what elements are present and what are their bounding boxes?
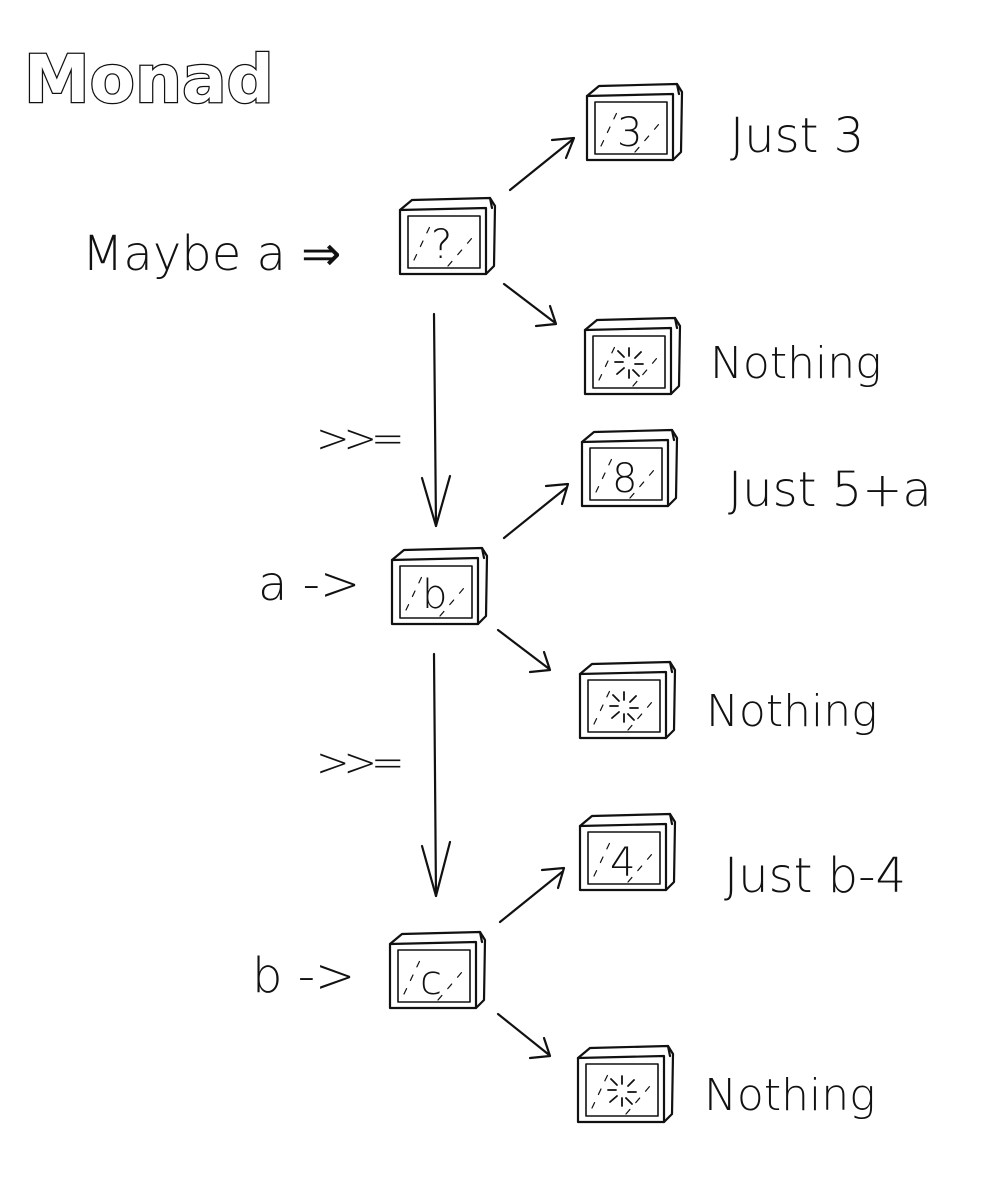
arrow-icon (502, 282, 558, 328)
stage-a: a -> b 8 Just 5+a Nothing (258, 428, 932, 740)
box-icon: 3 (585, 82, 684, 162)
bind-arrow (420, 652, 452, 898)
stage-input-label: Maybe a ⇒ (82, 226, 341, 282)
box-icon: ? (398, 196, 497, 276)
box-icon: 4 (578, 812, 677, 892)
box-char: 8 (612, 456, 637, 502)
failure-label: Nothing (704, 1070, 876, 1121)
success-label: Just b-4 (724, 848, 906, 904)
arrow-icon (496, 628, 552, 674)
box-icon (583, 316, 682, 396)
failure-label: Nothing (710, 338, 882, 389)
box-char: c (420, 958, 442, 1004)
success-label: Just 5+a (728, 462, 932, 518)
box-icon: c (388, 930, 487, 1010)
box-char: b (422, 572, 447, 618)
stage-b: b -> c 4 Just b-4 Nothing (252, 812, 906, 1124)
box-char: 3 (617, 110, 642, 156)
box-icon (578, 660, 677, 740)
box-icon: 8 (580, 428, 679, 508)
stage-input-label: b -> (252, 948, 355, 1004)
bind-operator: >>= (316, 416, 401, 462)
bind-operator: >>= (316, 740, 401, 786)
sparkle-icon (609, 691, 639, 723)
box-char: ? (431, 222, 452, 268)
arrow-icon (508, 136, 576, 192)
failure-label: Nothing (706, 686, 878, 737)
page-title: Monad (24, 41, 274, 118)
box-icon: b (390, 546, 489, 626)
sparkle-icon (607, 1075, 637, 1107)
box-char: 4 (610, 840, 635, 886)
box-icon (576, 1044, 675, 1124)
stage-input-label: a -> (258, 556, 360, 612)
arrow-icon (498, 866, 566, 924)
stage-maybe: Maybe a ⇒ ? 3 Just 3 Nothing (82, 82, 882, 396)
arrow-icon (496, 1012, 552, 1060)
success-label: Just 3 (730, 108, 864, 164)
arrow-icon (502, 482, 570, 540)
sparkle-icon (614, 347, 644, 379)
bind-arrow (420, 312, 452, 528)
